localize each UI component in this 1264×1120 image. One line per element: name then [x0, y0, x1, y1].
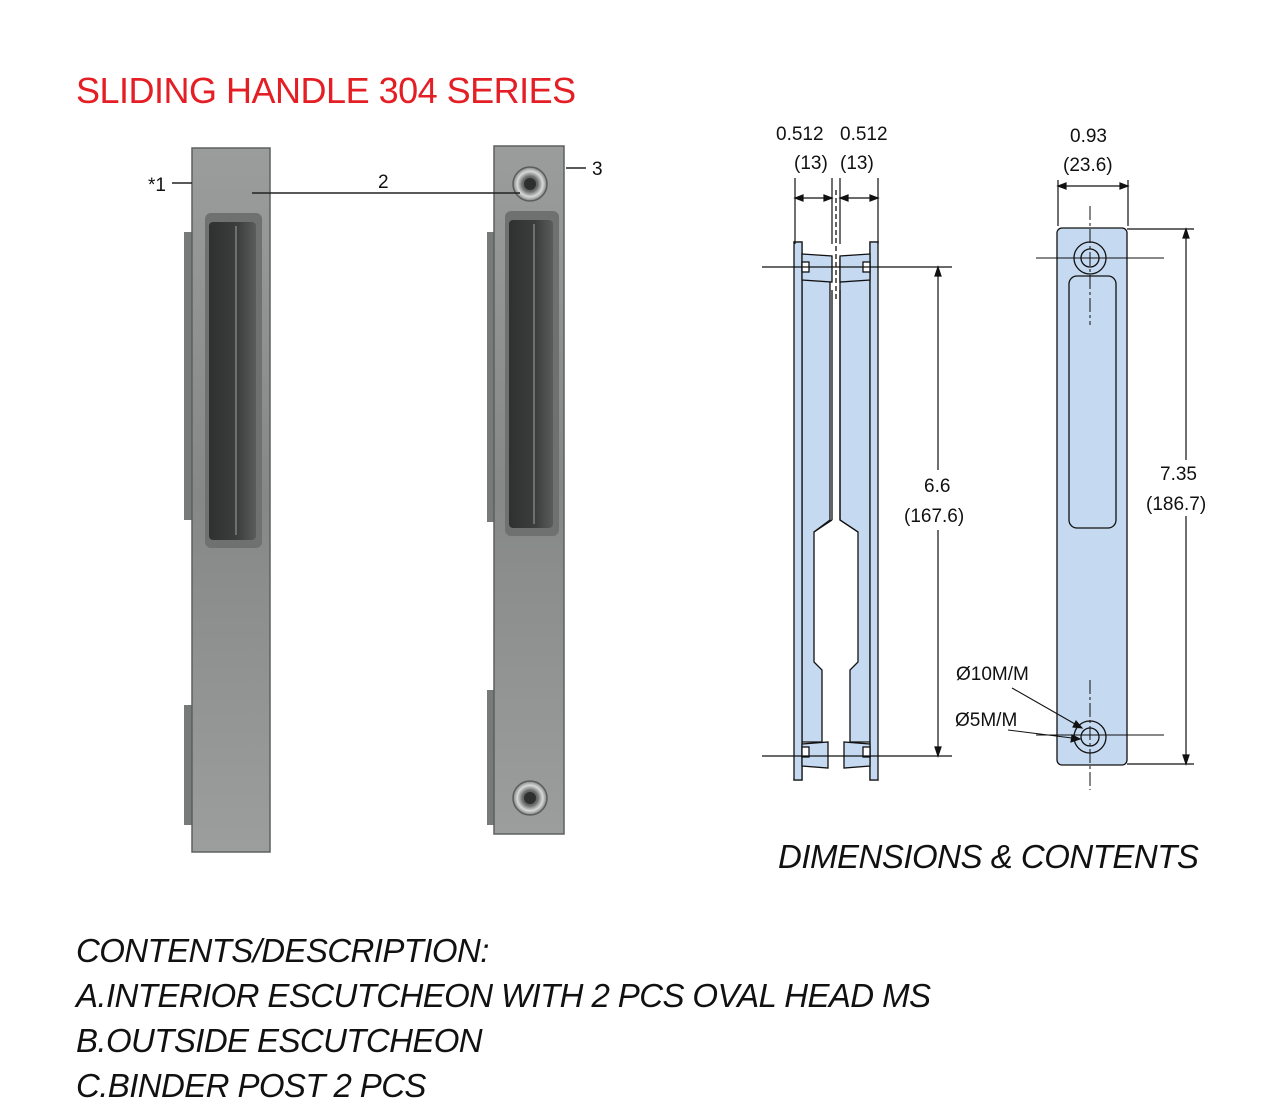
right-width-inch: 0.512 — [840, 124, 888, 145]
overall-length-dimension — [1127, 227, 1194, 766]
right-width-mm: (13) — [840, 153, 874, 174]
outside-handle-side-flange-bottom — [487, 690, 497, 825]
page-title: SLIDING HANDLE 304 SERIES — [76, 70, 576, 111]
front-plate-drawing — [1056, 227, 1128, 766]
profile-width-dimensions — [793, 178, 880, 244]
contents-item-a: A.INTERIOR ESCUTCHEON WITH 2 PCS OVAL HE… — [76, 977, 931, 1014]
outside-handle-recess — [509, 220, 553, 528]
interior-handle-photo — [184, 147, 271, 853]
overall-length-mm: (186.7) — [1146, 494, 1206, 515]
photo-callout-leaders — [172, 167, 586, 194]
contents-item-b: B.OUTSIDE ESCUTCHEON — [76, 1022, 483, 1059]
callout-3: 3 — [592, 159, 603, 180]
overall-length-inch: 7.35 — [1160, 464, 1197, 485]
interior-handle-recess — [209, 222, 256, 540]
outside-handle-side-flange-top — [487, 232, 497, 522]
plate-width-inch: 0.93 — [1070, 126, 1107, 147]
dimensions-heading: DIMENSIONS & CONTENTS — [778, 838, 1199, 875]
contents-item-c: C.BINDER POST 2 PCS — [76, 1067, 426, 1104]
plate-width-mm: (23.6) — [1063, 155, 1113, 176]
callout-2: 2 — [378, 172, 389, 193]
contents-heading: CONTENTS/DESCRIPTION: — [76, 932, 489, 969]
callout-1: *1 — [148, 175, 166, 196]
side-profile-drawing — [793, 190, 879, 781]
plate-width-dimension — [1056, 180, 1130, 226]
small-hole-label: Ø5M/M — [955, 710, 1017, 731]
left-width-mm: (13) — [794, 153, 828, 174]
interior-handle-side-flange-bottom — [184, 705, 194, 825]
hole-size-leaders — [1007, 687, 1084, 743]
front-plate-center-lines — [1036, 206, 1164, 790]
hole-spacing-inch: 6.6 — [924, 476, 950, 497]
contents-description: CONTENTS/DESCRIPTION: A.INTERIOR ESCUTCH… — [76, 928, 931, 1108]
hole-spacing-mm: (167.6) — [904, 506, 964, 527]
front-plate-handle-recess — [1068, 275, 1117, 529]
outside-handle-photo — [487, 145, 565, 835]
large-hole-label: Ø10M/M — [956, 664, 1029, 685]
left-width-inch: 0.512 — [776, 124, 824, 145]
hole-spacing-dimension — [762, 265, 952, 758]
